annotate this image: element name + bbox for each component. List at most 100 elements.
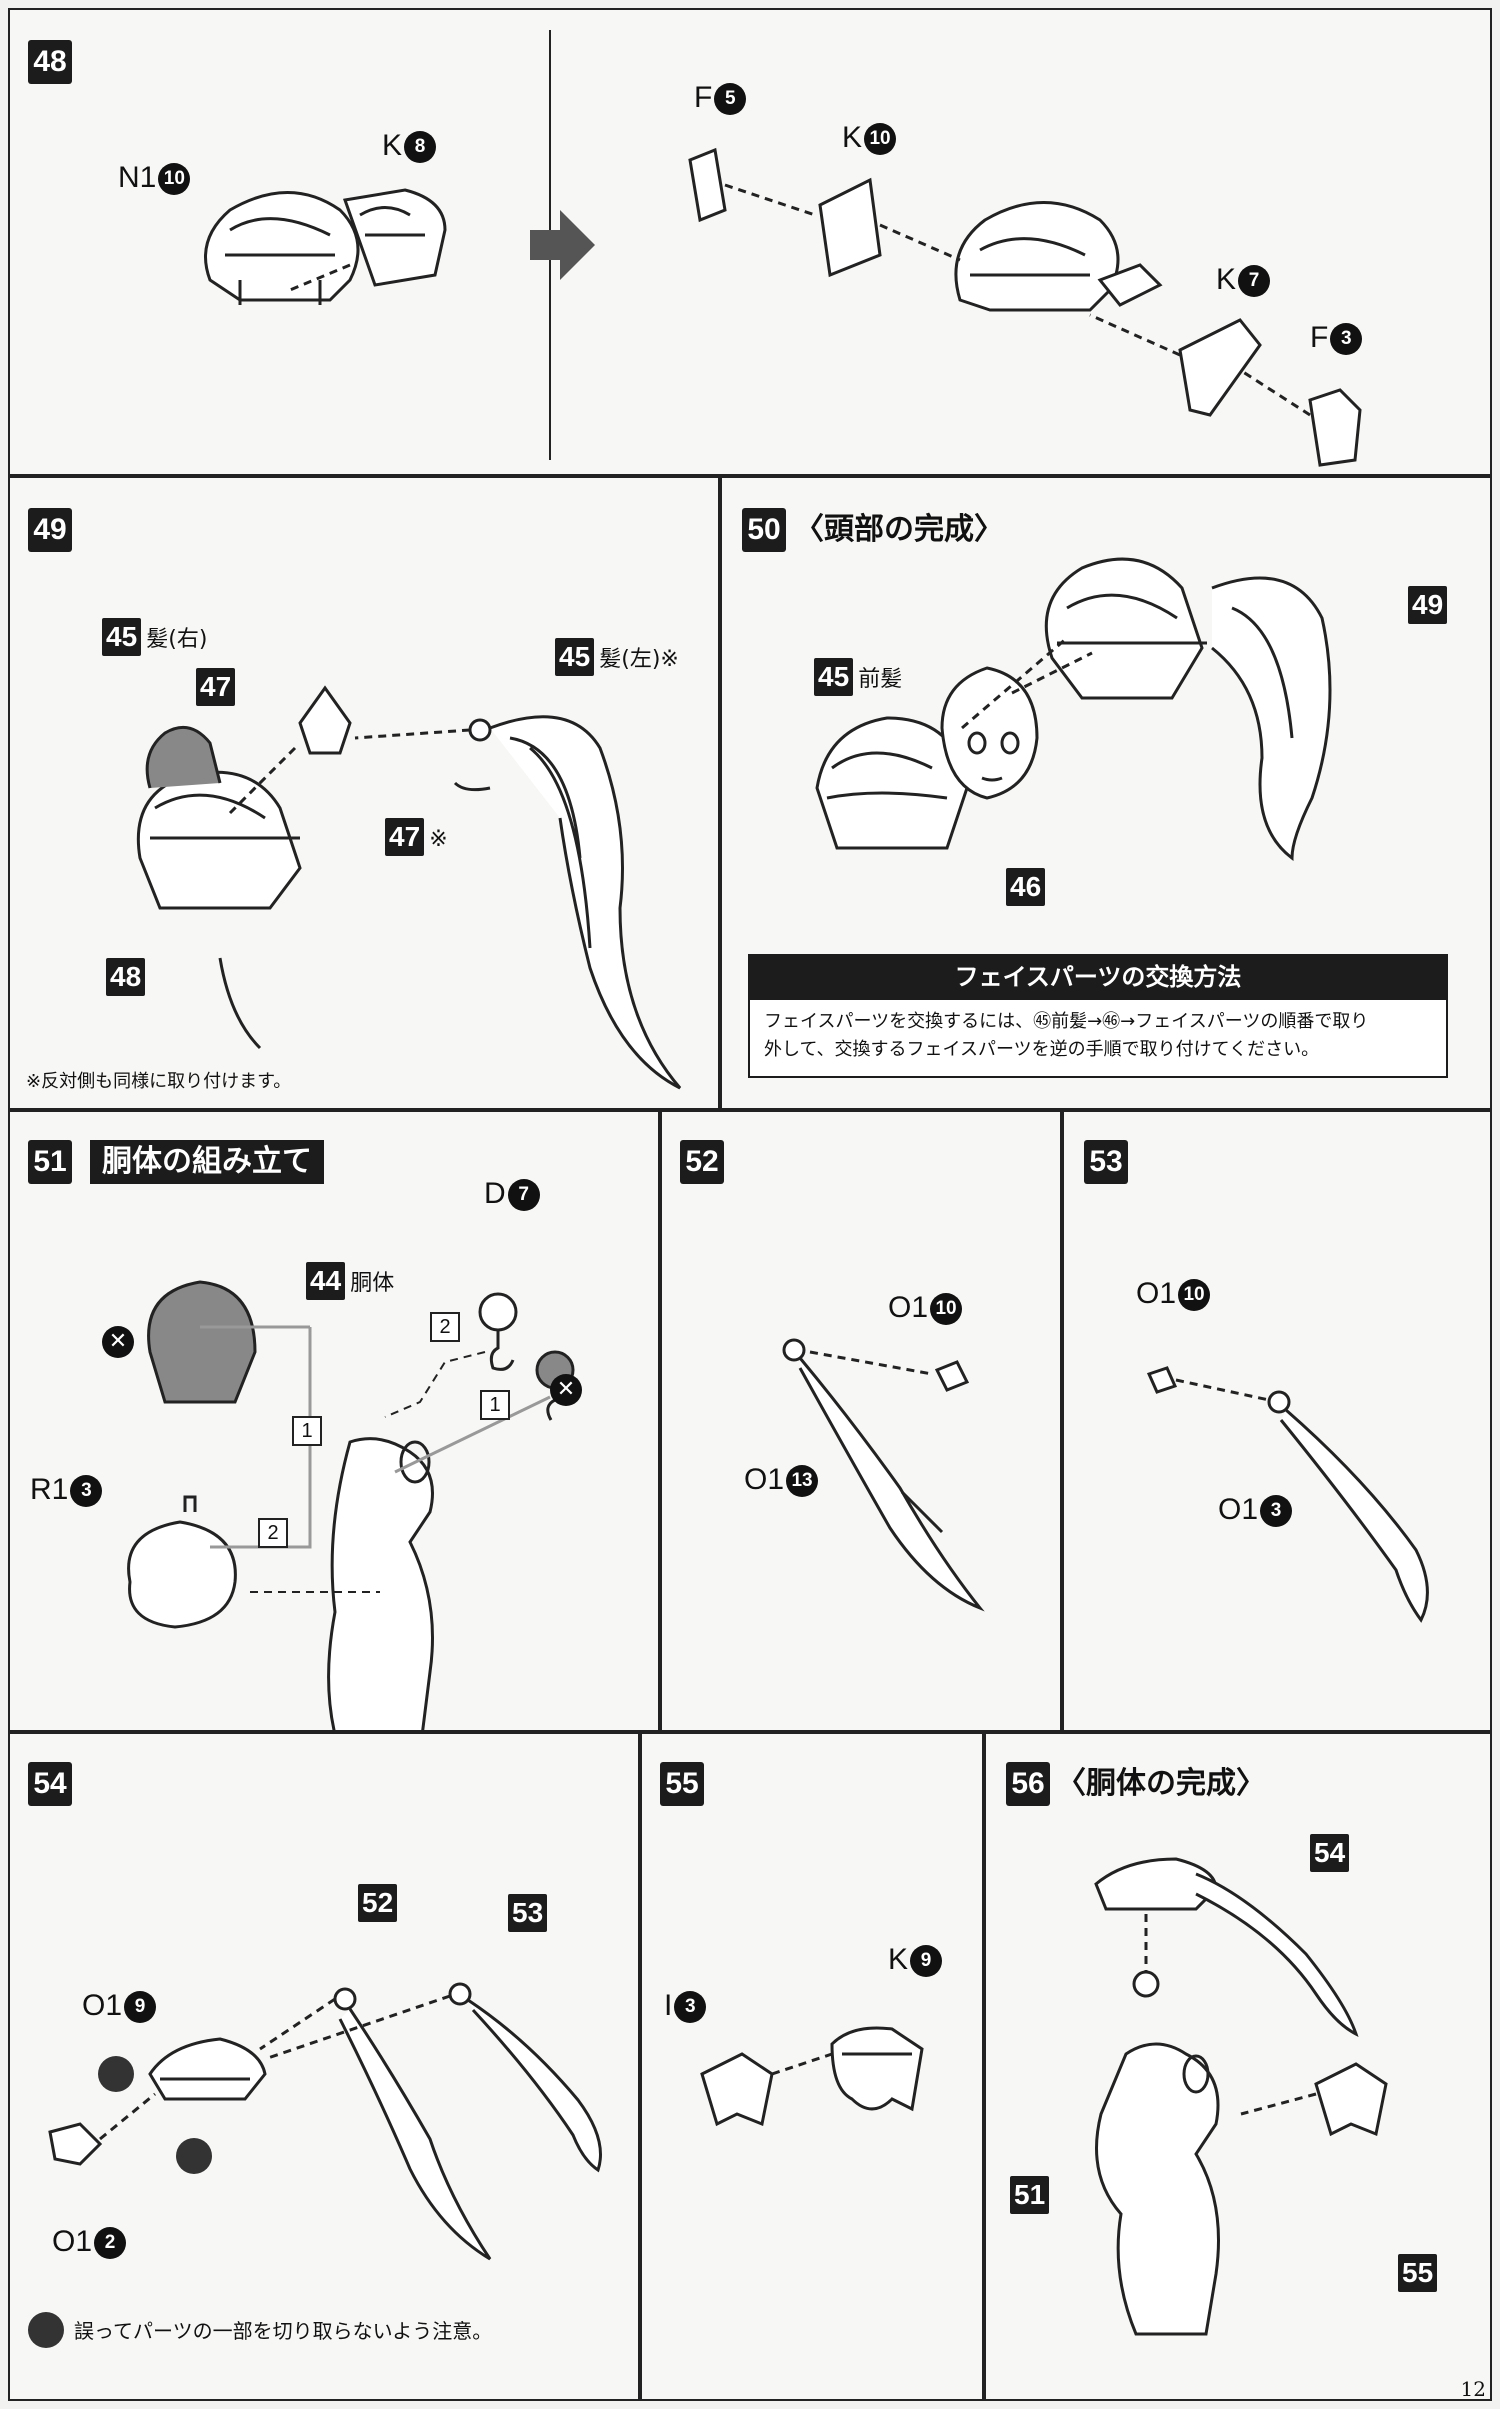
label-group: 47 ※ <box>385 818 448 856</box>
step-title: 胴体の組み立て <box>90 1140 324 1184</box>
step-56-illustration <box>1094 1857 1388 2336</box>
part-box: 48 <box>106 958 146 996</box>
part-box: 53 <box>508 1894 548 1932</box>
label-group: 44 胴体 <box>306 1262 394 1300</box>
page-number: 12 <box>1460 2377 1486 2401</box>
step-title: 〈胴体の完成〉 <box>1056 1766 1266 1801</box>
info-box-title: フェイスパーツの交換方法 <box>748 954 1448 1000</box>
part-number: 2 <box>94 2227 127 2260</box>
part-box: 47 <box>385 818 425 856</box>
part-letter: O1 <box>52 2225 93 2258</box>
step-number: 48 <box>28 40 72 84</box>
part-number: 9 <box>124 1991 157 2024</box>
part-box: 54 <box>1310 1834 1350 1872</box>
part-name: 胴体 <box>350 1271 395 1296</box>
part-number: 3 <box>70 1475 103 1508</box>
part-number: 10 <box>930 1293 963 1326</box>
part-number: 9 <box>910 1945 943 1978</box>
order-mark: 2 <box>430 1312 460 1342</box>
part-number: 3 <box>674 1991 707 2024</box>
step-number: 54 <box>28 1762 72 1806</box>
part-name: 髪(右) <box>146 627 208 652</box>
info-line: 外して、交換するフェイスパーツを逆の手順で取り付けてください。 <box>764 1039 1320 1060</box>
step-49-panel: 49 45 髪(右) 47 45 髪(左)※ 47 ※ 48 ※反対側も同様に取… <box>8 476 720 1110</box>
part-number: 3 <box>1330 323 1363 356</box>
step-number: 55 <box>660 1762 704 1806</box>
caution-icon <box>176 2138 212 2174</box>
label-group: 45 前髪 <box>814 658 902 696</box>
part-box: 51 <box>1010 2176 1050 2214</box>
part-letter: O1 <box>1136 1277 1177 1310</box>
step-53-illustration <box>1146 1366 1429 1623</box>
label-group: 45 髪(右) <box>102 618 207 656</box>
part-number: 8 <box>404 131 437 164</box>
part-letter: K <box>888 1943 909 1976</box>
step-number: 50 <box>742 508 786 552</box>
prohibited-icon: ✕ <box>102 1326 134 1358</box>
part-number: 7 <box>507 1179 540 1212</box>
part-box: 49 <box>1408 586 1448 624</box>
part-letter: R1 <box>30 1473 69 1506</box>
step-number: 49 <box>28 508 72 552</box>
step-55-illustration <box>700 2026 924 2127</box>
step-50-panel: 50 〈頭部の完成〉 45 前髪 46 49 フェイスパーツの交換方法 フェイス… <box>720 476 1492 1110</box>
part-letter: N1 <box>118 161 157 194</box>
part-box: 45 <box>555 638 595 676</box>
part-number: 10 <box>1178 1279 1211 1312</box>
part-name: ※ <box>429 827 448 852</box>
label-group: 45 髪(左)※ <box>555 638 679 676</box>
part-box: 45 <box>814 658 854 696</box>
step-56-panel: 56 〈胴体の完成〉 54 51 55 <box>984 1732 1492 2401</box>
part-box: 46 <box>1006 868 1046 906</box>
part-letter: K <box>382 129 403 162</box>
part-letter: O1 <box>888 1291 929 1324</box>
part-box: 45 <box>102 618 142 656</box>
part-letter: O1 <box>82 1989 123 2022</box>
part-letter: F <box>1310 321 1329 354</box>
part-name: 髪(左)※ <box>599 647 679 672</box>
prohibited-icon: ✕ <box>550 1374 582 1406</box>
part-name: 前髪 <box>858 667 903 692</box>
part-letter: D <box>484 1177 506 1210</box>
info-box-body: フェイスパーツを交換するには、㊺前髪→㊻→フェイスパーツの順番で取り 外して、交… <box>748 1000 1448 1078</box>
info-line: フェイスパーツを交換するには、㊺前髪→㊻→フェイスパーツの順番で取り <box>764 1011 1369 1032</box>
step-number: 56 <box>1006 1762 1050 1806</box>
caution-icon <box>98 2056 134 2092</box>
part-number: 3 <box>1260 1495 1293 1528</box>
caution-text: 誤ってパーツの一部を切り取らないよう注意。 <box>74 2319 493 2343</box>
step-49-illustration <box>136 685 682 1090</box>
step-52-illustration <box>782 1338 985 1612</box>
part-number: 10 <box>864 123 897 156</box>
part-box: 52 <box>358 1884 398 1922</box>
part-number: 7 <box>1238 265 1271 298</box>
order-mark: 1 <box>480 1390 510 1420</box>
part-box: 55 <box>1398 2254 1438 2292</box>
step-title: 〈頭部の完成〉 <box>794 512 1004 547</box>
part-letter: O1 <box>744 1463 785 1496</box>
step-54-illustration <box>48 1982 602 2261</box>
part-box: 47 <box>196 668 236 706</box>
part-number: 10 <box>158 163 191 196</box>
part-number: 13 <box>786 1465 819 1498</box>
part-letter: F <box>694 81 713 114</box>
part-number: 5 <box>714 83 747 116</box>
step-48-illustration <box>204 30 1362 467</box>
step-50-illustration <box>815 557 1332 862</box>
part-letter: O1 <box>1218 1493 1259 1526</box>
